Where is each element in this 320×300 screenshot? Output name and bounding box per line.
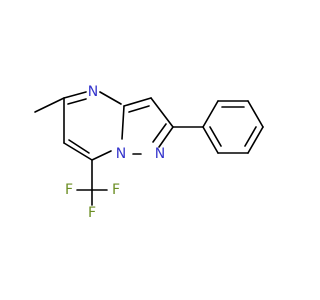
atom-f2: F	[112, 182, 120, 198]
bond-ph-1	[202, 100, 219, 128]
bond-layer	[34, 91, 264, 206]
bond-c3a-c3-b	[128, 105, 150, 113]
bond-c5-n4-b	[67, 98, 87, 105]
atom-n4: N	[88, 84, 98, 100]
atom-f3: F	[88, 205, 96, 221]
bond-c2-n1-a	[158, 126, 174, 148]
bond-n4-c3a	[99, 91, 122, 105]
bond-ph-inner-3	[209, 126, 222, 147]
bond-n7a-c7	[91, 150, 112, 161]
bond-ph-3	[247, 100, 264, 128]
molecule-structure: N N N F F F	[34, 84, 264, 221]
bond-c3a-c3-a	[123, 97, 152, 107]
atom-f1: F	[65, 182, 73, 198]
atom-n1: N	[155, 146, 165, 162]
bond-ph-6	[202, 126, 219, 154]
bond-c2-n1-b	[152, 123, 167, 143]
bond-methyl	[34, 97, 65, 113]
bond-c7-c6-a	[63, 142, 93, 161]
bond-c5-n4-a	[63, 91, 87, 99]
atom-n7a: N	[116, 146, 126, 162]
atom-label-layer: N N N F F F	[65, 84, 165, 221]
bond-c3-c2	[150, 97, 174, 128]
bond-ph-inner-2	[244, 126, 257, 147]
bond-c3a-n7a	[121, 105, 125, 140]
bond-ph-4	[247, 126, 264, 154]
bond-c7-c6-b	[68, 139, 90, 154]
